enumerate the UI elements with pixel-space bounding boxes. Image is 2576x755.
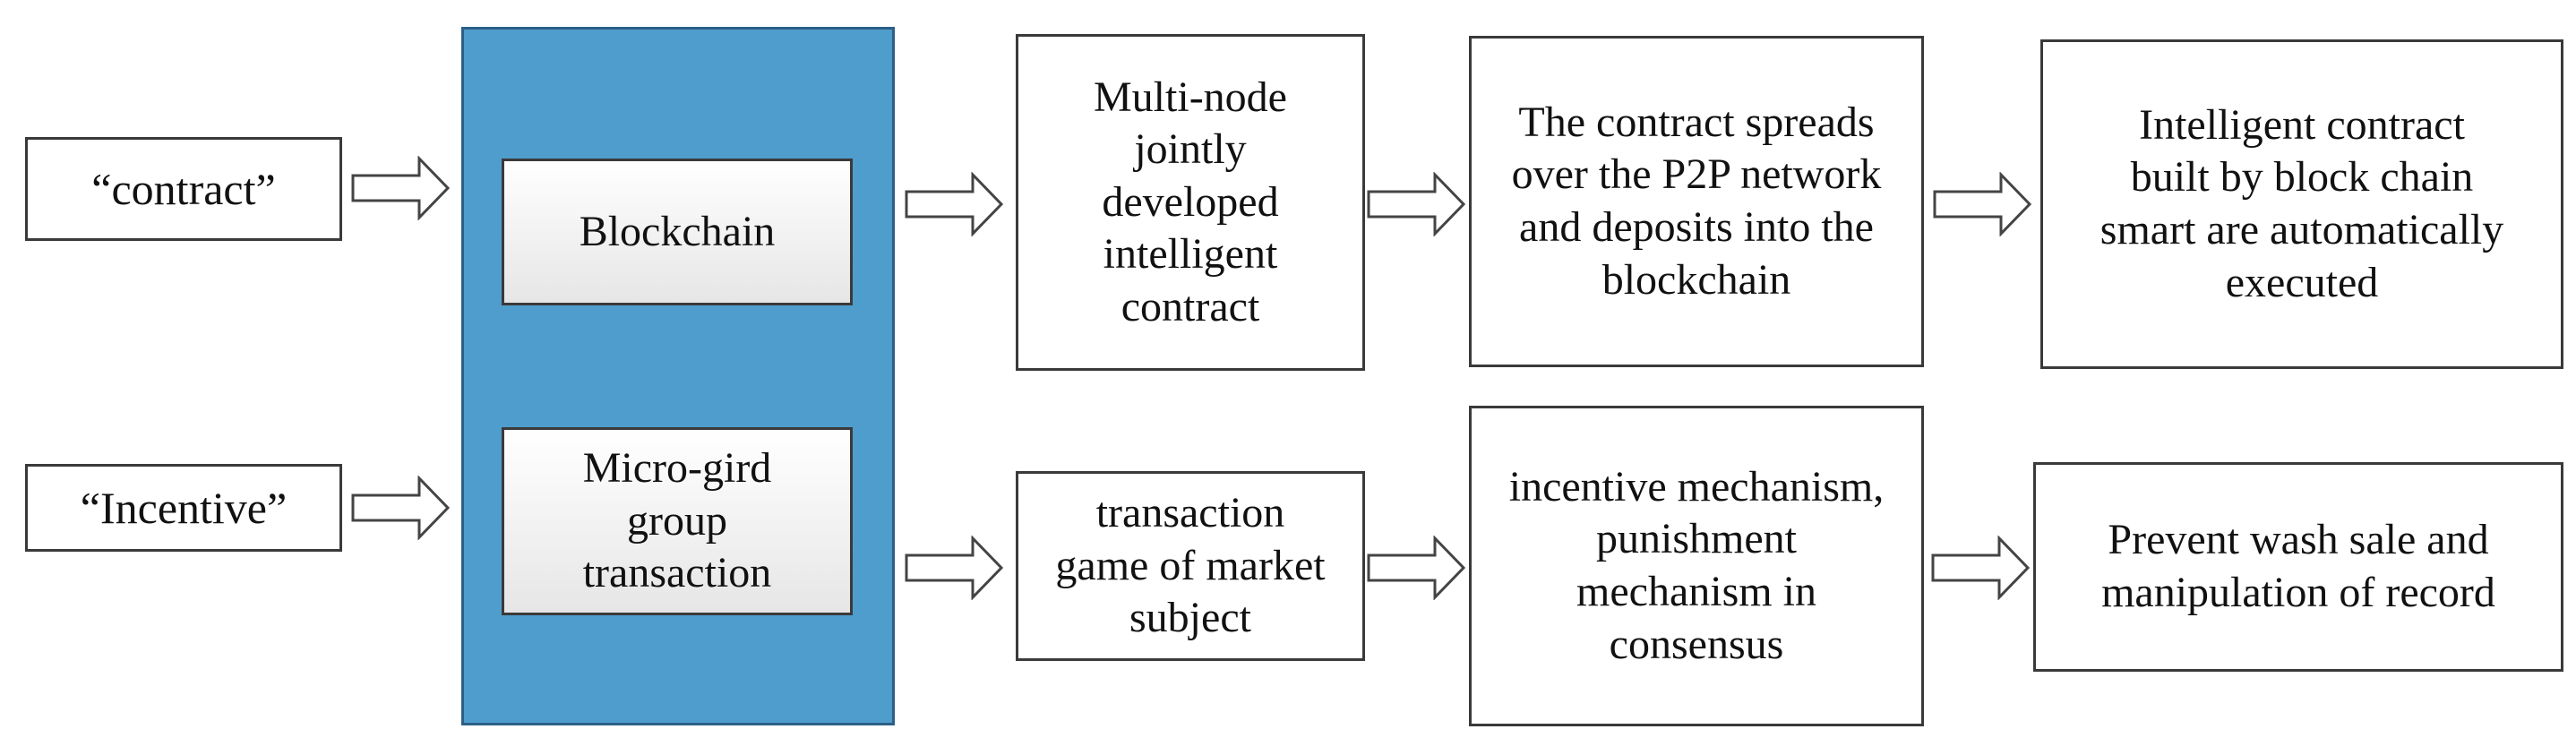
blockchain-label: Blockchain <box>579 207 776 255</box>
input-contract-label: “contract” <box>91 163 276 214</box>
arrow-contract-to-core <box>351 156 451 220</box>
arrow-core-to-bottom-step1 <box>905 536 1004 600</box>
arrow-bottom-step1-to-step2 <box>1367 536 1466 600</box>
arrow-top-step2-to-step3 <box>1933 172 2032 236</box>
bottom-step2-box: incentive mechanism, punishment mechanis… <box>1469 406 1924 726</box>
bottom-step1-label: transaction game of market subject <box>1055 489 1326 642</box>
input-incentive-box: “Incentive” <box>25 464 342 552</box>
top-step3-label: Intelligent contract built by block chai… <box>2099 100 2504 306</box>
top-step2-label: The contract spreads over the P2P networ… <box>1511 98 1882 304</box>
input-incentive-label: “Incentive” <box>80 482 288 533</box>
microgrid-transaction-label: Micro-gird group transaction <box>582 444 772 597</box>
arrow-bottom-step2-to-step3 <box>1931 536 2031 600</box>
arrow-incentive-to-core <box>351 476 451 540</box>
bottom-step1-box: transaction game of market subject <box>1016 471 1365 661</box>
top-step1-box: Multi-node jointly developed intelligent… <box>1016 34 1365 371</box>
arrow-top-step1-to-step2 <box>1367 172 1466 236</box>
input-contract-box: “contract” <box>25 137 342 241</box>
core-container <box>461 27 895 725</box>
bottom-step3-label: Prevent wash sale and manipulation of re… <box>2101 516 2495 616</box>
microgrid-transaction-box: Micro-gird group transaction <box>502 427 853 615</box>
bottom-step3-box: Prevent wash sale and manipulation of re… <box>2033 462 2563 672</box>
top-step1-label: Multi-node jointly developed intelligent… <box>1094 73 1287 330</box>
blockchain-box: Blockchain <box>502 159 853 305</box>
top-step3-box: Intelligent contract built by block chai… <box>2040 39 2563 369</box>
bottom-step2-label: incentive mechanism, punishment mechanis… <box>1508 462 1885 668</box>
top-step2-box: The contract spreads over the P2P networ… <box>1469 36 1924 367</box>
arrow-core-to-top-step1 <box>905 172 1004 236</box>
